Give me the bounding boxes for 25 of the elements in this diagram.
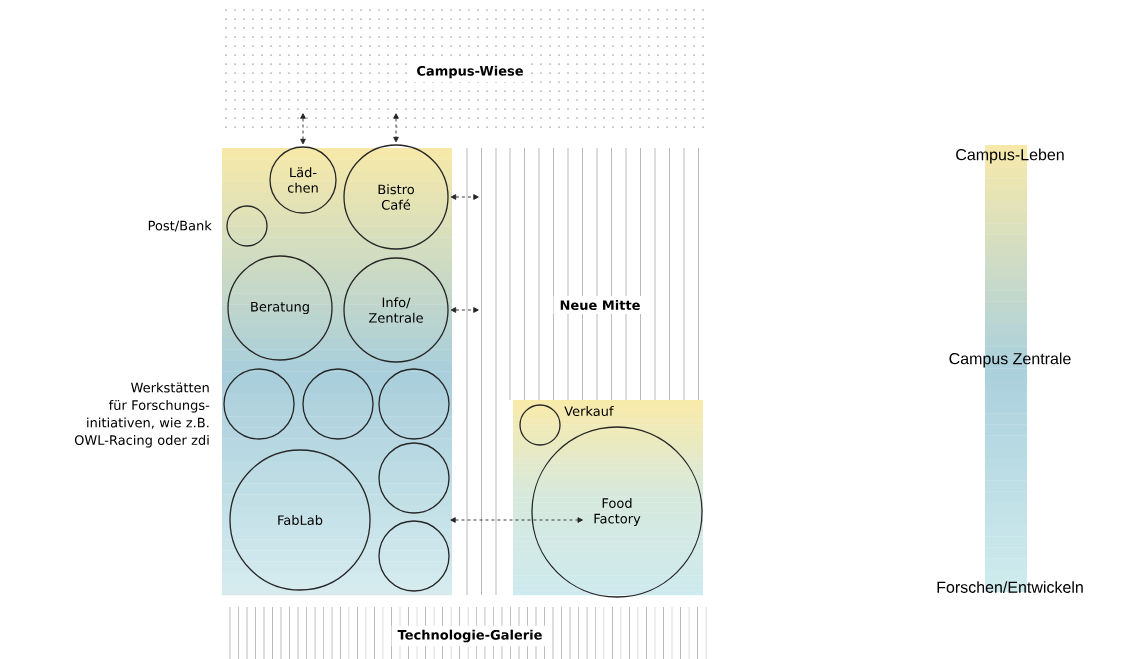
circle — [226, 205, 268, 247]
dashed-arrow — [450, 307, 479, 313]
circle-label: Post/Bank — [148, 220, 212, 232]
striped-band: Technologie-Galerie — [229, 606, 707, 659]
circle-label: Verkauf — [564, 405, 614, 417]
note-text: Werkstätten für Forschungs- initiativen, wie z.B. OWL-Racing oder zdi — [74, 382, 210, 448]
scale-label: Forschen/Entwickeln — [937, 581, 1083, 593]
dotted-area: Campus-Wiese — [225, 9, 704, 128]
node-label: Campus-Wiese — [417, 65, 523, 79]
dashed-arrow — [450, 517, 583, 523]
scale-label: Campus Zentrale — [949, 352, 1071, 368]
circle — [519, 404, 561, 446]
circle — [378, 520, 450, 592]
gradient-area — [513, 400, 703, 596]
circle — [223, 368, 295, 440]
gradient-area — [222, 148, 452, 596]
circle — [378, 442, 450, 514]
node-label: Technologie-Galerie — [397, 629, 542, 643]
dashed-arrow — [393, 113, 399, 143]
dashed-arrow — [300, 113, 306, 145]
circle — [302, 368, 374, 440]
dashed-arrow — [450, 194, 479, 200]
node-label: Neue Mitte — [560, 299, 640, 311]
circle — [378, 368, 450, 440]
scale-label: Campus-Leben — [956, 148, 1064, 164]
